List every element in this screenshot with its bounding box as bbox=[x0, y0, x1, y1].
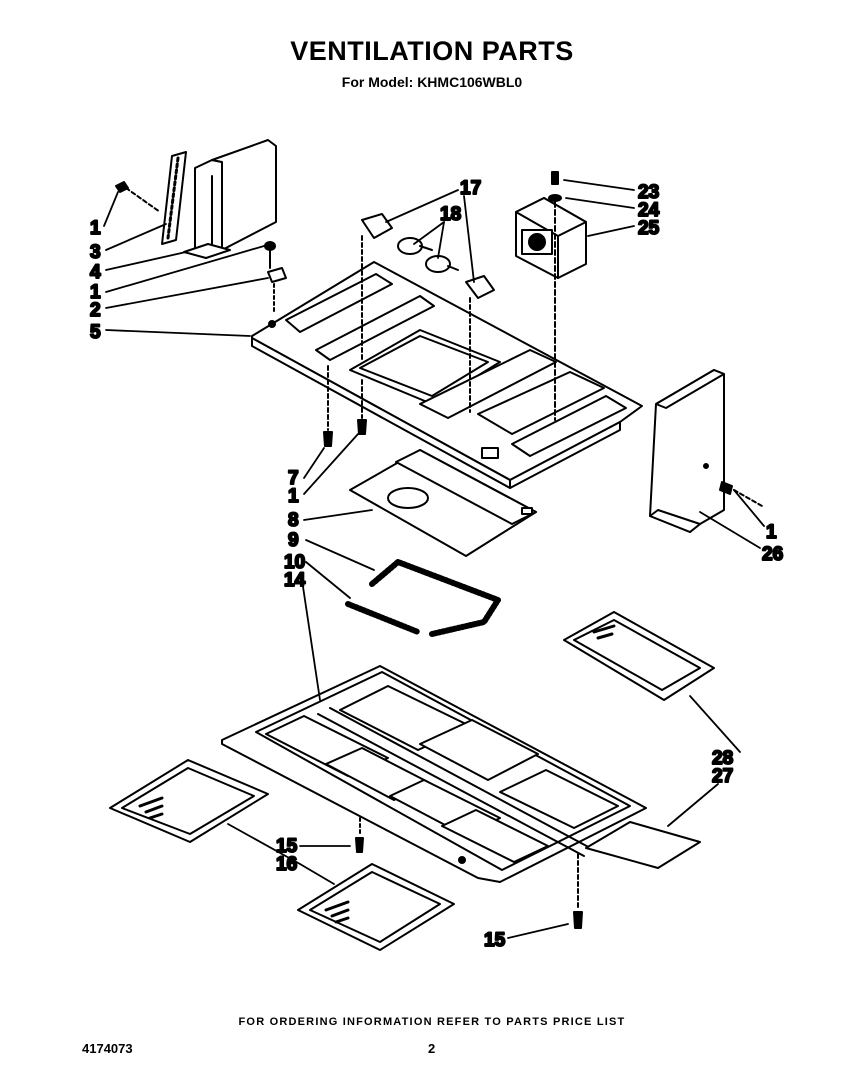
lamp-socket bbox=[465, 275, 495, 413]
callout-27: 27 bbox=[712, 766, 733, 787]
leader-lines bbox=[103, 179, 765, 939]
page-number: 2 bbox=[428, 1041, 436, 1056]
filter-door bbox=[585, 821, 701, 869]
vent-bracket bbox=[183, 139, 277, 259]
callout-5: 5 bbox=[90, 322, 101, 343]
screw-icon bbox=[264, 241, 276, 269]
grease-filter bbox=[297, 863, 455, 951]
gasket bbox=[345, 559, 501, 637]
callout-18: 18 bbox=[440, 204, 461, 225]
clip-icon bbox=[267, 267, 287, 315]
blower-motor bbox=[515, 197, 587, 279]
callout-4: 4 bbox=[90, 262, 101, 283]
callout-14: 14 bbox=[284, 570, 306, 591]
callout-2: 2 bbox=[90, 300, 101, 321]
charcoal-filter bbox=[563, 611, 715, 701]
callout-23: 23 bbox=[638, 182, 659, 203]
callout-1: 1 bbox=[766, 522, 777, 543]
page-title: VENTILATION PARTS bbox=[290, 36, 574, 66]
callout-15: 15 bbox=[484, 930, 506, 951]
screw-icon bbox=[115, 181, 161, 213]
ordering-note: FOR ORDERING INFORMATION REFER TO PARTS … bbox=[238, 1016, 626, 1028]
screw-icon bbox=[357, 379, 367, 435]
light-bulb-icon bbox=[397, 237, 433, 255]
screw-icon bbox=[719, 481, 763, 507]
screw-icon bbox=[548, 171, 562, 421]
grease-filter bbox=[109, 759, 269, 843]
callout-7: 7 bbox=[288, 468, 299, 489]
model-subtitle: For Model: KHMC106WBL0 bbox=[341, 74, 523, 90]
callout-26: 26 bbox=[762, 544, 783, 565]
callout-9: 9 bbox=[288, 530, 299, 551]
callout-25: 25 bbox=[638, 218, 660, 239]
callout-17: 17 bbox=[460, 178, 481, 199]
callout-10: 10 bbox=[284, 552, 305, 573]
callout-8: 8 bbox=[288, 510, 299, 531]
bottom-panel bbox=[221, 665, 647, 883]
vent-grille-strip bbox=[161, 151, 187, 245]
callout-15: 15 bbox=[276, 836, 298, 857]
screw-icon bbox=[573, 853, 583, 929]
air-duct bbox=[349, 449, 537, 557]
screw-icon bbox=[355, 817, 364, 853]
callout-16: 16 bbox=[276, 854, 297, 875]
vent-plate bbox=[251, 261, 643, 489]
light-bulb-icon bbox=[425, 255, 459, 273]
callout-1: 1 bbox=[90, 218, 101, 239]
document-number: 4174073 bbox=[82, 1041, 133, 1056]
screw-icon bbox=[323, 365, 333, 447]
callout-1: 1 bbox=[90, 282, 101, 303]
side-panel bbox=[649, 369, 725, 533]
callout-28: 28 bbox=[712, 748, 733, 769]
lamp-socket bbox=[361, 213, 393, 361]
callout-24: 24 bbox=[638, 200, 660, 221]
callout-3: 3 bbox=[90, 242, 101, 263]
callout-1: 1 bbox=[288, 486, 299, 507]
